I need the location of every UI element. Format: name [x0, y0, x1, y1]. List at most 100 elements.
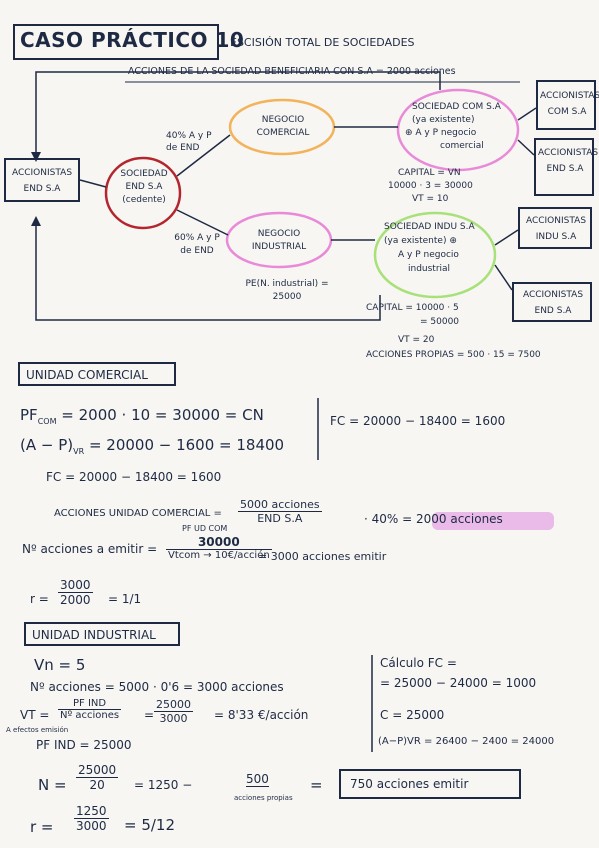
n-com-fraction: 30000 Vtcom → 10€/acción	[166, 535, 272, 561]
vt-ind-fraction2: 25000 3000	[154, 698, 193, 725]
accionistas-end-right-bottom-box: ACCIONISTAS END S.A	[512, 282, 592, 322]
vt-ind-result: = 8'33 €/acción	[214, 708, 309, 722]
n-ind-result: 750 acciones emitir	[350, 777, 469, 791]
calc-fc-ind2: = 25000 − 24000 = 1000	[380, 676, 537, 690]
acciones-com-label: ACCIONES UNIDAD COMERCIAL =	[54, 508, 222, 519]
vt-ind-eq-sign: =	[144, 708, 155, 722]
vt-ind-pre: A efectos emisión	[6, 726, 69, 734]
pct-comercial: 40% A y P de END	[166, 131, 212, 153]
title-box	[13, 24, 219, 60]
r-com-fraction: 3000 2000	[58, 578, 93, 607]
accionistas-end-box: ACCIONISTAS END S.A	[4, 158, 80, 202]
n-ind-mid: = 1250 −	[134, 778, 193, 792]
pct-industrial: 60% A y P de END	[174, 233, 220, 256]
n-ind-num: 25000	[76, 763, 119, 778]
soc-com-line3: ⊕ A y P negocio	[405, 128, 477, 138]
capital-com-calc: 10000 · 3 = 30000	[388, 181, 473, 191]
vt-com: VT = 10	[412, 194, 449, 204]
comercial-heading-box: UNIDAD COMERCIAL	[18, 362, 176, 386]
acciones-com-fraction: 5000 acciones END S.A	[238, 498, 322, 525]
calc-fc-ind: Cálculo FC =	[380, 656, 457, 670]
vt-ind-num2: 25000	[154, 698, 193, 712]
n-com-num-top: PF UD COM	[182, 524, 228, 533]
capital-ind: CAPITAL = 10000 · 5	[366, 303, 459, 313]
vt-ind-num: PF IND	[58, 698, 122, 710]
accionistas-indu-label: ACCIONISTAS INDU S.A	[525, 216, 587, 242]
r-ind-result: = 5/12	[124, 816, 176, 834]
n-acciones-ind: Nº acciones = 5000 · 0'6 = 3000 acciones	[30, 680, 284, 694]
pf-eq: = 2000 · 10 = 30000 = CN	[61, 406, 264, 424]
accionistas-end-label: ACCIONISTAS END S.A	[11, 168, 73, 194]
ap-symbol: (A − P)	[20, 436, 74, 454]
n-com-num: 30000	[166, 535, 272, 550]
capital-com: CAPITAL = VN	[398, 168, 461, 178]
vt-ind-fraction1: PF IND Nº acciones	[58, 698, 122, 721]
r-com-label: r =	[30, 592, 49, 606]
n-com-result: = 3000 acciones emitir	[258, 550, 387, 563]
acciones-com-result: · 40% = 2000 acciones	[364, 512, 503, 526]
n-ind-den: 20	[89, 778, 105, 792]
negocio-industrial-label: NEGOCIO INDUSTRIAL	[251, 229, 307, 252]
ap-sub: VR	[73, 447, 85, 456]
acciones-com-den: END S.A	[257, 512, 303, 525]
acciones-com-num: 5000 acciones	[238, 498, 322, 512]
page-title: CASO PRÁCTICO 10	[20, 28, 245, 52]
soc-com-ellipse	[396, 88, 520, 172]
soc-ind-ellipse	[373, 211, 497, 299]
r-com-num: 3000	[58, 578, 93, 593]
accionistas-indu-box: ACCIONISTAS INDU S.A	[518, 207, 592, 249]
ap-ind: (A−P)VR = 26400 − 2400 = 24000	[378, 736, 555, 747]
soc-ind-line2: (ya existente) ⊕	[384, 236, 457, 246]
n-ind-eq: =	[310, 776, 323, 794]
ap-com-line: (A − P)VR = 20000 − 1600 = 18400	[20, 436, 284, 456]
vt-ind-den: Nº acciones	[60, 710, 120, 721]
soc-com-line4: comercial	[440, 141, 484, 151]
industrial-heading-box: UNIDAD INDUSTRIAL	[24, 622, 180, 646]
soc-ind-line3: A y P negocio	[398, 250, 459, 260]
pf-sub: COM	[37, 417, 57, 426]
fc-com: FC = 20000 − 18400 = 1600	[46, 470, 222, 484]
industrial-heading: UNIDAD INDUSTRIAL	[32, 628, 156, 642]
ap-eq: = 20000 − 1600 = 18400	[88, 436, 285, 454]
n-com-label: Nº acciones a emitir =	[22, 542, 158, 556]
accionistas-com-label: ACCIONISTAS COM S.A	[540, 91, 599, 117]
c-ind: C = 25000	[380, 708, 445, 722]
soc-com-line2: (ya existente)	[412, 115, 475, 125]
n-ind-label: N =	[38, 776, 67, 794]
sociedad-end-label: SOCIEDAD END S.A (cedente)	[120, 169, 168, 205]
pf-symbol: PF	[20, 406, 38, 424]
n-ind-fraction: 25000 20	[76, 763, 119, 792]
n-ind-propias: 500	[246, 772, 269, 787]
r-com-result: = 1/1	[108, 592, 142, 606]
vt-ind: VT = 20	[398, 335, 435, 345]
r-ind-fraction: 1250 3000	[74, 804, 109, 833]
n-ind-propias-label: acciones propias	[234, 794, 293, 802]
r-ind-den: 3000	[76, 819, 107, 833]
sociedad-end-circle	[104, 156, 182, 230]
n-com-den: Vtcom → 10€/acción	[168, 550, 270, 561]
vn-ind: Vn = 5	[34, 656, 86, 674]
vt-ind-label: VT =	[20, 708, 50, 722]
pe-industrial: PE(N. industrial) = 25000	[245, 279, 329, 302]
accionistas-end-right-bottom-label: ACCIONISTAS END S.A	[522, 290, 584, 316]
vt-ind-den2: 3000	[159, 712, 188, 725]
pf-com-line: PFCOM = 2000 · 10 = 30000 = CN	[20, 406, 264, 426]
r-ind-num: 1250	[74, 804, 109, 819]
acciones-propias: ACCIONES PROPIAS = 500 · 15 = 7500	[366, 350, 541, 360]
capital-ind-total: = 50000	[420, 317, 460, 327]
fc-com-right: FC = 20000 − 18400 = 1600	[330, 414, 506, 428]
acciones-beneficiaria: ACCIONES DE LA SOCIEDAD BENEFICIARIA CON…	[128, 66, 456, 77]
pf-ind: PF IND = 25000	[36, 738, 132, 752]
soc-ind-line4: industrial	[408, 264, 451, 274]
r-com-den: 2000	[60, 593, 91, 607]
r-ind-label: r =	[30, 818, 54, 836]
accionistas-com-box: ACCIONISTAS COM S.A	[536, 80, 599, 130]
page-subtitle: ESCISIÓN TOTAL DE SOCIEDADES	[230, 36, 415, 49]
accionistas-end-right-top-label: ACCIONISTAS END S.A	[538, 148, 599, 174]
soc-com-line1: SOCIEDAD COM S.A	[412, 102, 501, 112]
comercial-heading: UNIDAD COMERCIAL	[26, 368, 148, 382]
soc-ind-line1: SOCIEDAD INDU S.A	[384, 222, 475, 232]
accionistas-end-right-top-box: ACCIONISTAS END S.A	[534, 138, 599, 196]
